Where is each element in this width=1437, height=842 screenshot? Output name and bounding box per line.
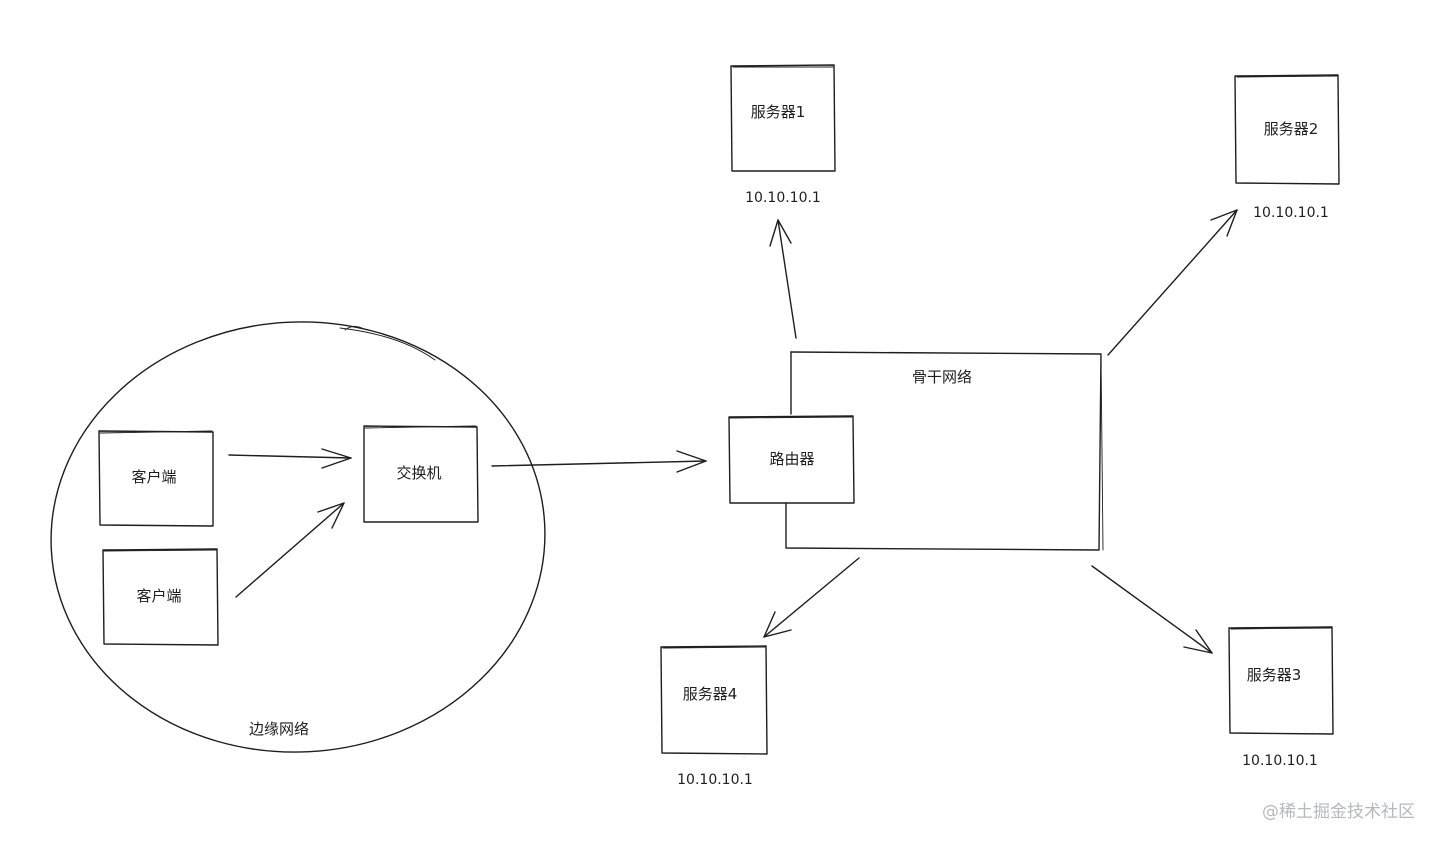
backbone-network-label: 骨干网络 [912, 368, 972, 386]
arrow-backbone-to-server3 [1091, 565, 1213, 654]
edge-network-label: 边缘网络 [249, 720, 309, 738]
client-1-node: 客户端 [98, 430, 214, 527]
client-2-label: 客户端 [136, 587, 181, 605]
server-3-label: 服务器3 [1247, 666, 1302, 684]
switch-label: 交换机 [396, 464, 441, 482]
arrow-switch-to-router [491, 450, 707, 473]
router-node: 路由器 [728, 415, 855, 504]
switch-node: 交换机 [363, 425, 479, 523]
arrow-backbone-to-server2 [1107, 209, 1238, 356]
edge-network-region: 边缘网络 [50, 321, 546, 753]
backbone-network-region: 骨干网络 [785, 351, 1104, 551]
server-2-label: 服务器2 [1264, 120, 1319, 138]
client-1-label: 客户端 [131, 468, 176, 486]
server-1-ip: 10.10.10.1 [745, 190, 821, 206]
server-1-node: 服务器1 10.10.10.1 [730, 64, 836, 206]
server-2-node: 服务器2 10.10.10.1 [1234, 74, 1340, 221]
watermark: @稀土掘金技术社区 [1262, 802, 1415, 822]
server-4-ip: 10.10.10.1 [677, 772, 753, 788]
arrow-backbone-to-server4 [763, 557, 860, 638]
server-1-label: 服务器1 [751, 103, 806, 121]
client-2-node: 客户端 [102, 548, 219, 646]
arrow-router-to-server1 [769, 219, 797, 339]
arrow-client1-to-switch [228, 448, 352, 469]
server-4-label: 服务器4 [683, 685, 738, 703]
server-3-node: 服务器3 10.10.10.1 [1228, 626, 1334, 769]
server-4-node: 服务器4 10.10.10.1 [660, 645, 768, 788]
server-3-ip: 10.10.10.1 [1242, 753, 1318, 769]
arrow-client2-to-switch [235, 502, 345, 598]
router-label: 路由器 [769, 450, 814, 468]
server-2-ip: 10.10.10.1 [1253, 205, 1329, 221]
